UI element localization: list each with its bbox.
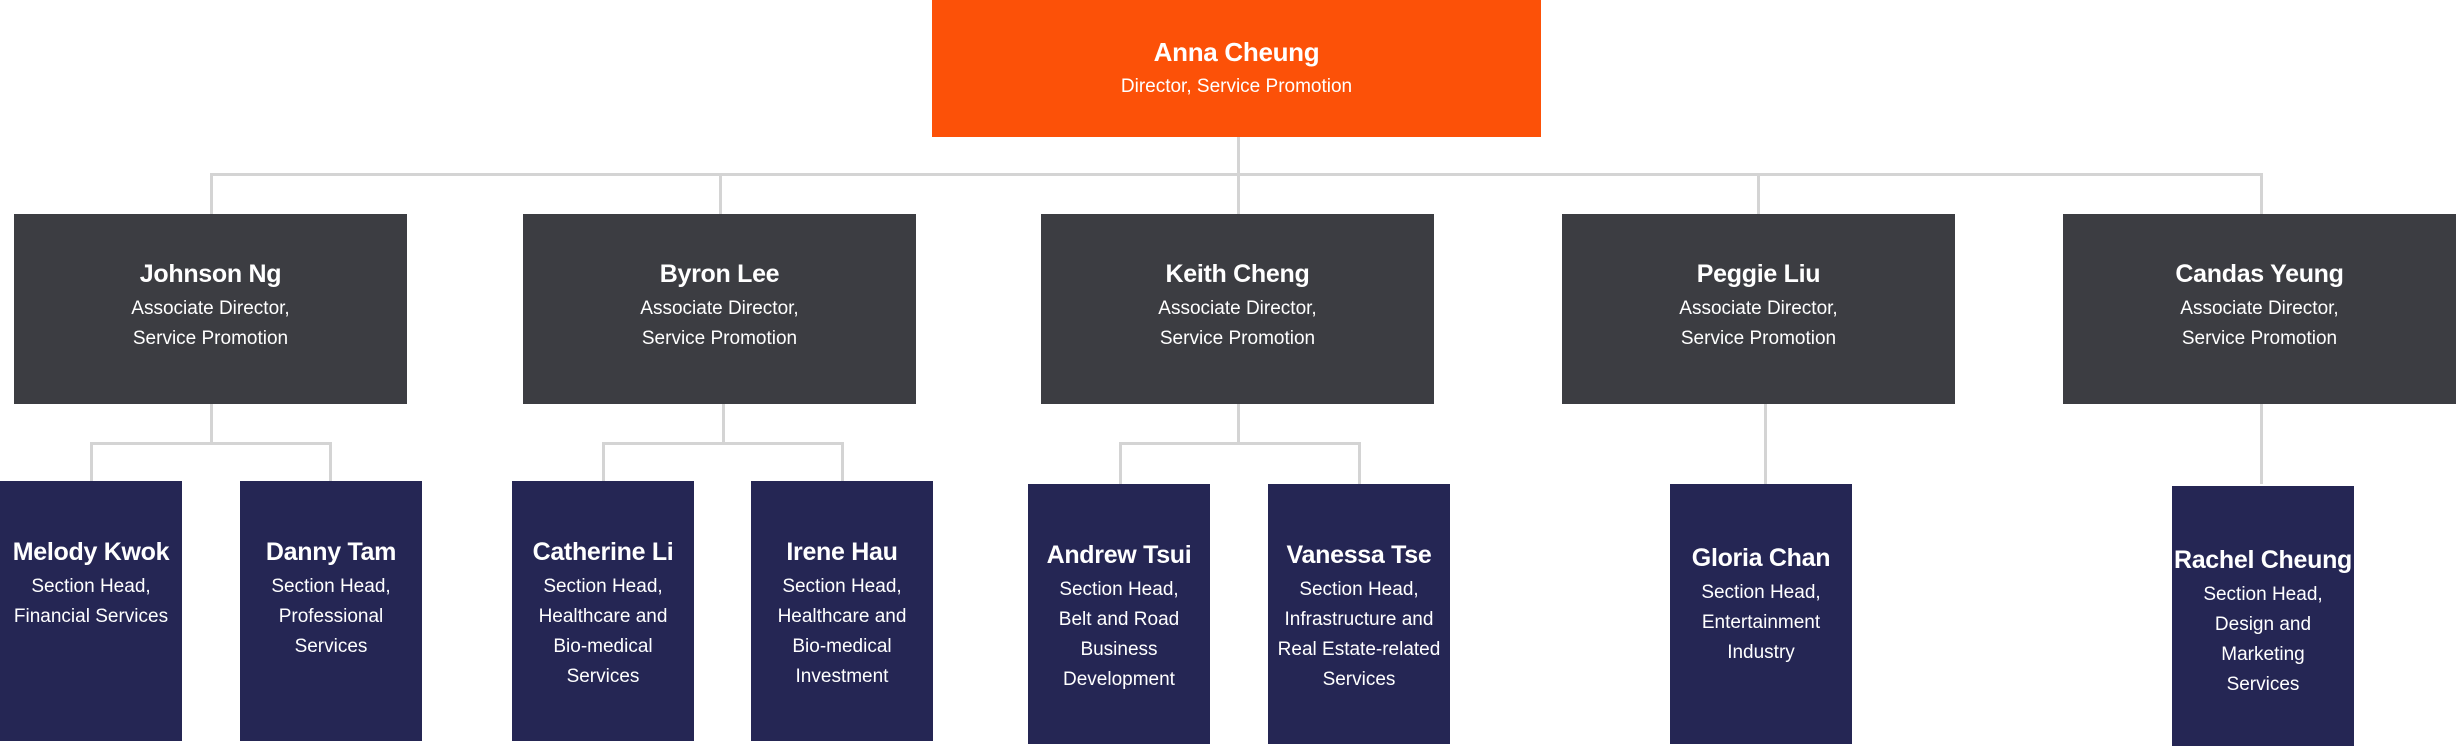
node-title: Section Head, Healthcare and Bio-medical… [538, 576, 668, 687]
connector [1237, 173, 1240, 214]
node-name: Rachel Cheung [2173, 546, 2353, 574]
section-head-node: Andrew Tsui Section Head, Belt and Road … [1028, 484, 1210, 744]
section-head-node: Irene Hau Section Head, Healthcare and B… [751, 481, 933, 741]
connector [841, 442, 844, 481]
node-name: Peggie Liu [1696, 260, 1821, 288]
node-name: Anna Cheung [1153, 36, 1320, 67]
connector [602, 442, 605, 481]
connector [1237, 404, 1240, 444]
connector [1757, 173, 1760, 214]
associate-director-node: Johnson Ng Associate Director, Service P… [14, 214, 407, 404]
connector [719, 173, 722, 214]
node-name: Candas Yeung [2175, 260, 2344, 288]
connector [210, 173, 2263, 176]
section-head-node: Catherine Li Section Head, Healthcare an… [512, 481, 694, 741]
connector [210, 404, 213, 444]
node-name: Melody Kwok [12, 538, 170, 566]
node-name: Irene Hau [786, 538, 898, 566]
section-head-node: Danny Tam Section Head, Professional Ser… [240, 481, 422, 741]
node-title: Associate Director, Service Promotion [2180, 298, 2339, 349]
connector [1119, 442, 1122, 484]
connector [90, 442, 93, 481]
node-name: Andrew Tsui [1046, 541, 1192, 569]
connector [2260, 404, 2263, 484]
node-title: Associate Director, Service Promotion [1679, 298, 1838, 349]
node-name: Catherine Li [532, 538, 674, 566]
node-name: Danny Tam [265, 538, 397, 566]
section-head-node: Melody Kwok Section Head, Financial Serv… [0, 481, 182, 741]
node-title: Associate Director, Service Promotion [131, 298, 290, 349]
node-name: Johnson Ng [139, 260, 282, 288]
connector [602, 442, 844, 445]
connector [1237, 137, 1240, 175]
section-head-node: Vanessa Tse Section Head, Infrastructure… [1268, 484, 1450, 744]
node-name: Keith Cheng [1165, 260, 1310, 288]
node-title: Section Head, Infrastructure and Real Es… [1277, 579, 1441, 690]
node-title: Section Head, Design and Marketing Servi… [2203, 584, 2323, 695]
connector [1119, 442, 1361, 445]
connector [210, 173, 213, 214]
connector [722, 404, 725, 444]
section-head-node: Rachel Cheung Section Head, Design and M… [2172, 486, 2354, 746]
associate-director-node: Byron Lee Associate Director, Service Pr… [523, 214, 916, 404]
connector [1764, 404, 1767, 484]
node-name: Gloria Chan [1691, 544, 1831, 572]
associate-director-node: Candas Yeung Associate Director, Service… [2063, 214, 2456, 404]
section-head-node: Gloria Chan Section Head, Entertainment … [1670, 484, 1852, 744]
node-title: Section Head, Professional Services [271, 576, 391, 657]
node-name: Vanessa Tse [1286, 541, 1432, 569]
node-title: Section Head, Financial Services [13, 576, 169, 627]
node-title: Associate Director, Service Promotion [1158, 298, 1317, 349]
connector [329, 442, 332, 481]
connector [90, 442, 332, 445]
node-title: Section Head, Belt and Road Business Dev… [1058, 579, 1180, 690]
connector [1358, 442, 1361, 484]
associate-director-node: Keith Cheng Associate Director, Service … [1041, 214, 1434, 404]
node-name: Byron Lee [659, 260, 780, 288]
associate-director-node: Peggie Liu Associate Director, Service P… [1562, 214, 1955, 404]
node-title: Section Head, Entertainment Industry [1701, 582, 1821, 663]
director-node: Anna Cheung Director, Service Promotion [932, 0, 1541, 137]
node-title: Section Head, Healthcare and Bio-medical… [777, 576, 907, 687]
node-title: Associate Director, Service Promotion [640, 298, 799, 349]
connector [2260, 173, 2263, 214]
node-title: Director, Service Promotion [1120, 75, 1353, 97]
